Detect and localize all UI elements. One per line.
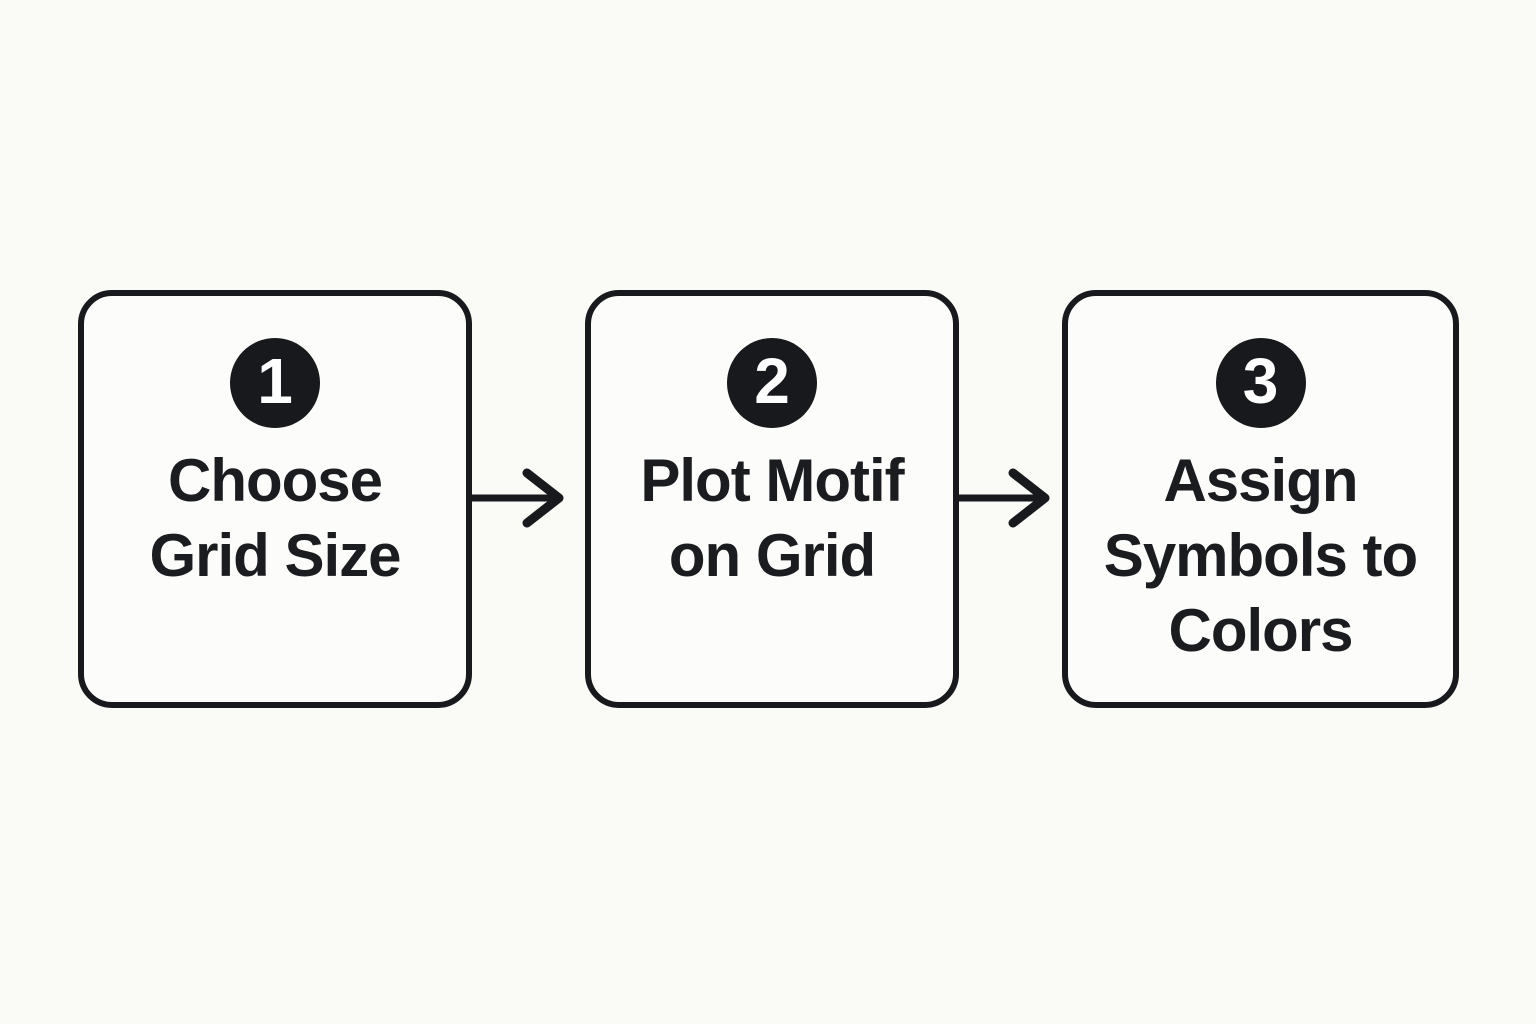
step-2-label: Plot Motif on Grid — [591, 443, 953, 593]
step-3-label-line-1: Assign — [1163, 447, 1358, 514]
step-1-label-line-2: Grid Size — [149, 522, 401, 589]
step-2-number: 2 — [754, 345, 790, 417]
step-3-label: Assign Symbols to Colors — [1068, 443, 1453, 668]
step-3-label-line-3: Colors — [1168, 597, 1353, 664]
step-2-number-badge: 2 — [727, 338, 817, 428]
step-1-number: 1 — [257, 345, 293, 417]
step-2-label-line-2: on Grid — [668, 522, 876, 589]
step-3-number-badge: 3 — [1215, 338, 1306, 428]
arrow-right-icon — [470, 468, 564, 528]
step-2-label-line-1: Plot Motif — [640, 447, 904, 514]
step-1-label: Choose Grid Size — [84, 443, 466, 593]
step-box-plot-motif-on-grid: 2 Plot Motif on Grid — [585, 290, 959, 708]
step-box-choose-grid-size: 1 Choose Grid Size — [78, 290, 472, 708]
step-1-number-badge: 1 — [230, 338, 320, 428]
arrow-right-icon — [956, 468, 1050, 528]
step-3-label-line-2: Symbols to — [1103, 522, 1418, 589]
step-3-number: 3 — [1242, 345, 1279, 417]
step-box-assign-symbols-to-colors: 3 Assign Symbols to Colors — [1062, 290, 1459, 708]
step-1-label-line-1: Choose — [167, 447, 383, 514]
